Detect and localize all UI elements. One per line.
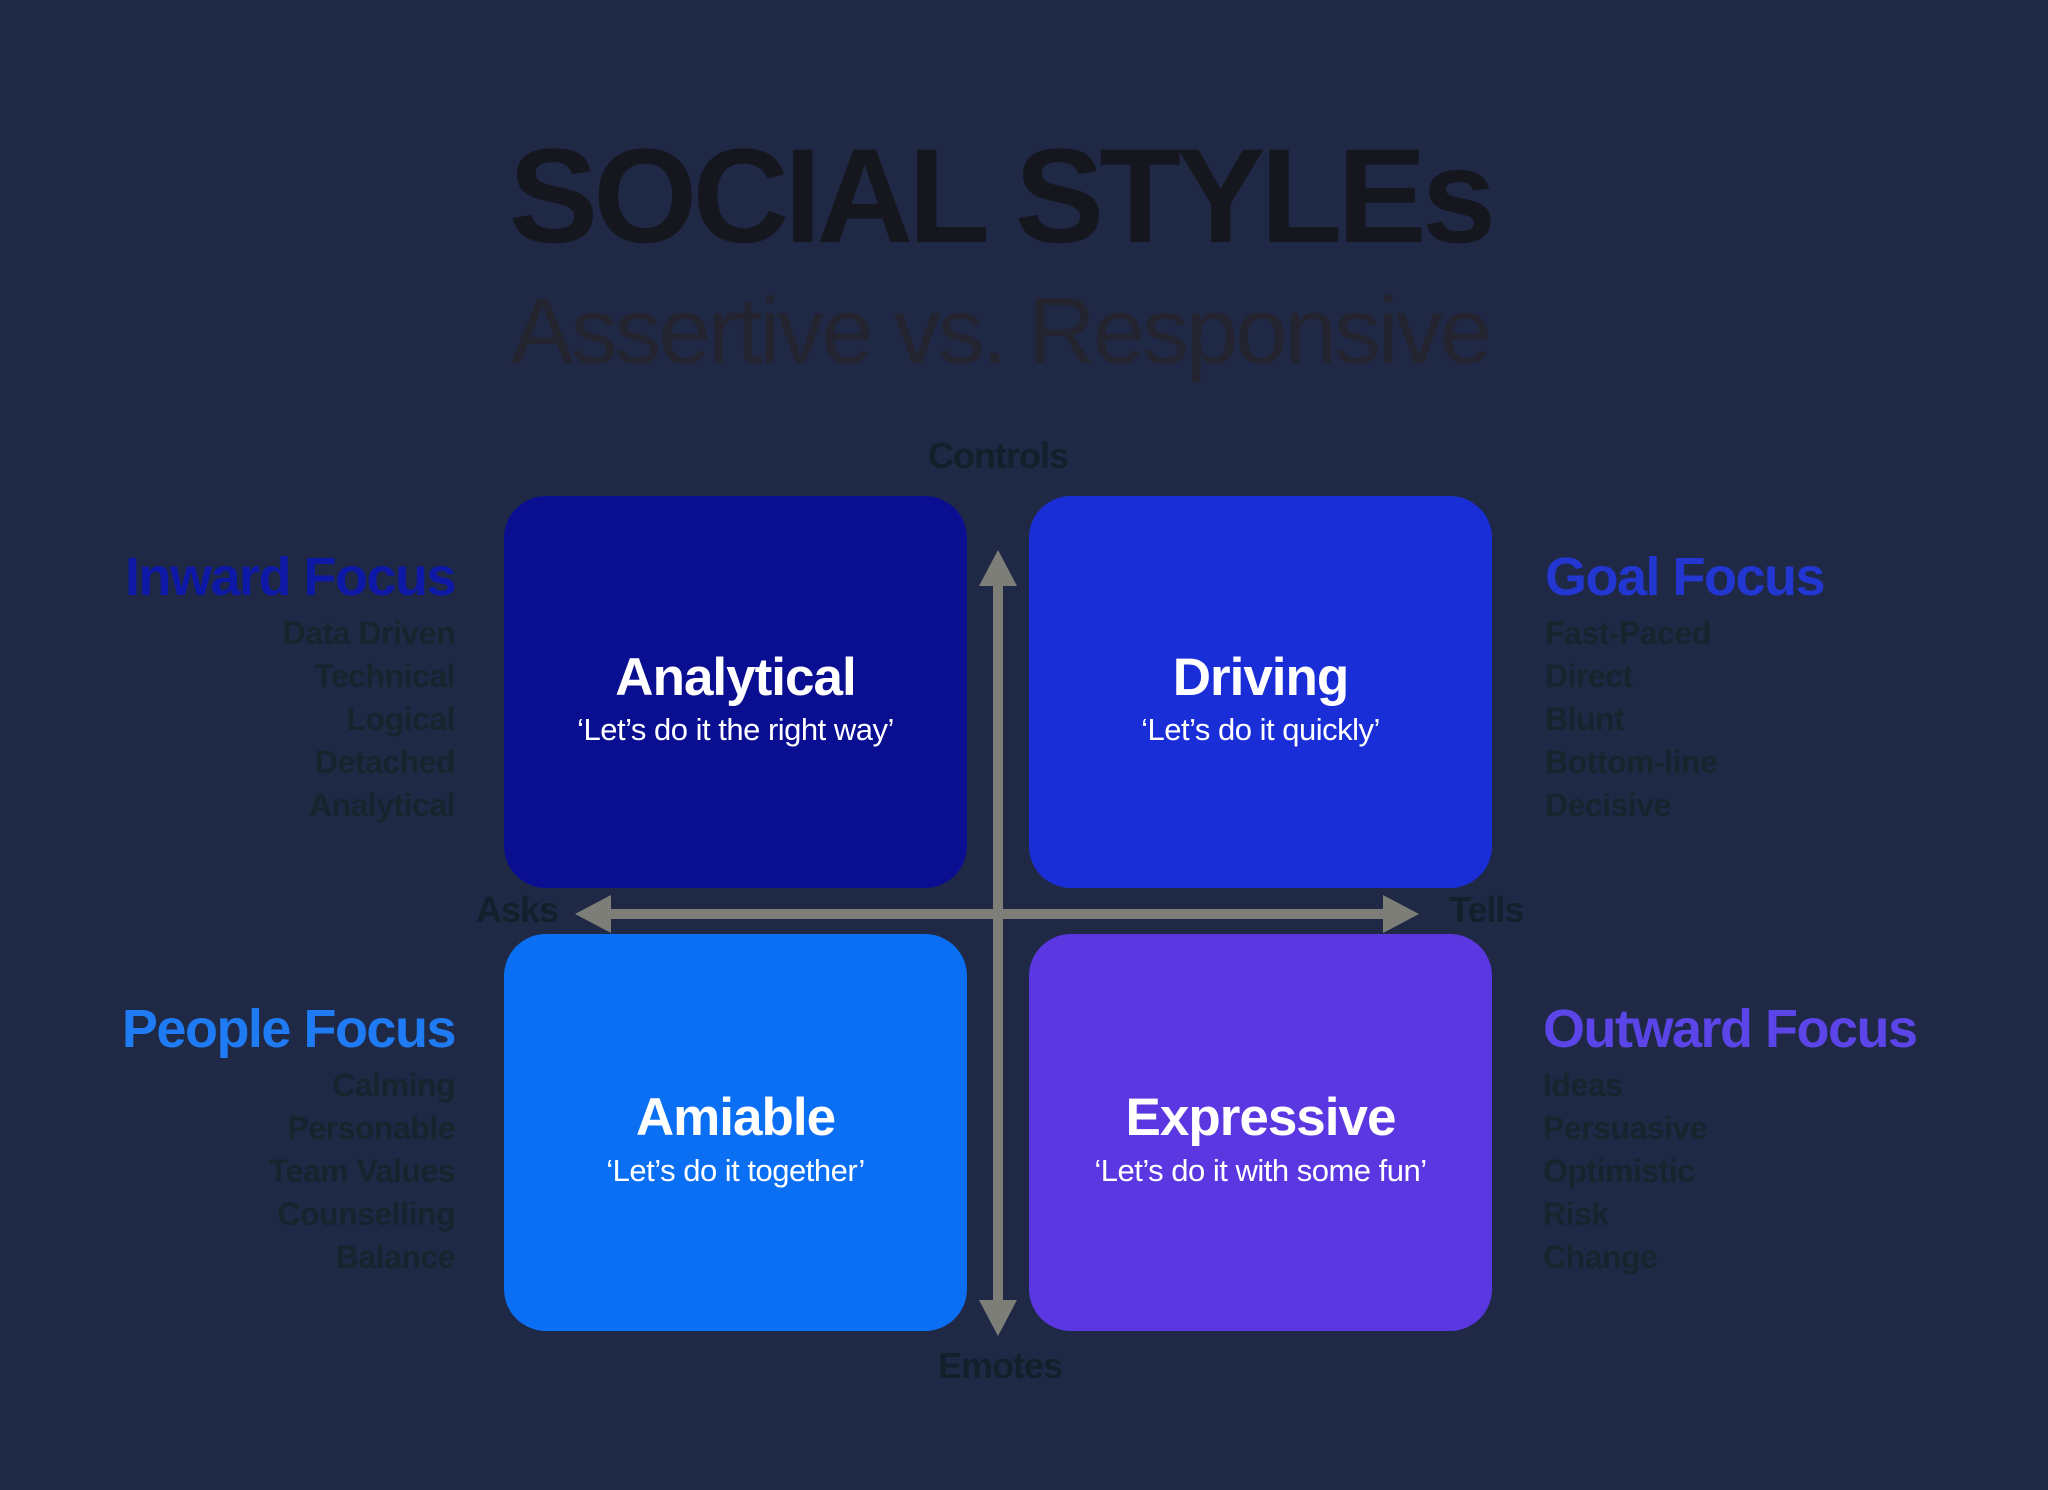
horizontal-axis-arrow (575, 895, 1419, 933)
quadrant-quote: ‘Let’s do it with some fun’ (1094, 1152, 1427, 1188)
list-item: Counselling (277, 1196, 455, 1232)
quadrant-quote: ‘Let’s do it quickly’ (1141, 712, 1380, 748)
side-list: Fast-Paced Direct Blunt Bottom-line Deci… (1545, 612, 1824, 827)
side-list: Calming Personable Team Values Counselli… (122, 1064, 456, 1279)
axis-label-tells: Tells (1449, 889, 1524, 930)
list-item: Risk (1543, 1196, 1609, 1232)
quadrant-expressive: Expressive ‘Let’s do it with some fun’ (1029, 934, 1492, 1331)
list-item: Detached (314, 744, 456, 780)
list-item: Analytical (308, 787, 456, 823)
side-heading: People Focus (121, 999, 457, 1059)
quadrant-title: Amiable (635, 1088, 836, 1148)
list-item: Personable (287, 1110, 455, 1146)
side-list: Ideas Persuasive Optimistic Risk Change (1543, 1064, 1917, 1279)
axis-label-emotes: Emotes (937, 1345, 1063, 1386)
list-item: Blunt (1545, 701, 1625, 737)
list-item: Persuasive (1543, 1110, 1708, 1146)
side-group-inward-focus: Inward Focus Data Driven Technical Logic… (124, 547, 457, 827)
list-item: Logical (346, 701, 455, 737)
quadrant-title: Driving (1172, 647, 1350, 707)
vertical-axis-arrow (979, 550, 1017, 1336)
side-list: Data Driven Technical Logical Detached A… (125, 612, 456, 827)
quadrant-title: Analytical (615, 647, 856, 707)
side-group-outward-focus: Outward Focus Ideas Persuasive Optimisti… (1543, 999, 1918, 1279)
list-item: Fast-Paced (1545, 615, 1711, 651)
list-item: Calming (332, 1067, 455, 1103)
quadrant-quote: ‘Let’s do it together’ (606, 1152, 865, 1188)
quadrant-title: Expressive (1125, 1088, 1397, 1148)
list-item: Ideas (1543, 1067, 1623, 1103)
page-subtitle: Assertive vs. Responsive (510, 278, 1492, 383)
side-heading: Goal Focus (1545, 547, 1826, 607)
quadrant-amiable: Amiable ‘Let’s do it together’ (504, 934, 967, 1331)
side-group-goal-focus: Goal Focus Fast-Paced Direct Blunt Botto… (1545, 547, 1826, 827)
list-item: Direct (1545, 658, 1633, 694)
list-item: Decisive (1545, 787, 1671, 823)
list-item: Optimistic (1543, 1153, 1695, 1189)
list-item: Change (1543, 1239, 1658, 1275)
axis-label-controls: Controls (928, 435, 1069, 476)
list-item: Technical (314, 658, 455, 694)
quadrant-quote: ‘Let’s do it the right way’ (577, 712, 894, 748)
side-heading: Inward Focus (124, 547, 457, 607)
list-item: Data Driven (282, 615, 456, 651)
quadrant-driving: Driving ‘Let’s do it quickly’ (1029, 496, 1492, 888)
list-item: Team Values (268, 1153, 456, 1189)
axis-label-asks: Asks (475, 889, 559, 930)
list-item: Balance (335, 1239, 456, 1275)
side-heading: Outward Focus (1543, 999, 1918, 1059)
quadrant-analytical: Analytical ‘Let’s do it the right way’ (504, 496, 967, 888)
list-item: Bottom-line (1545, 744, 1718, 780)
page-title: SOCIAL STYLEs (508, 122, 1496, 271)
side-group-people-focus: People Focus Calming Personable Team Val… (121, 999, 457, 1279)
